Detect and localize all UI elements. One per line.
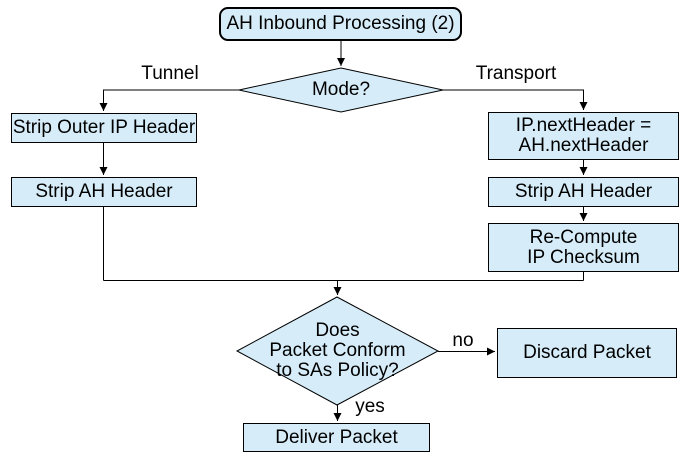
node-discard-packet-label: Discard Packet <box>523 342 651 363</box>
edge-label-transport: Transport <box>475 63 557 84</box>
node-ip-next-header-label: IP.nextHeader = AH.nextHeader <box>515 115 652 156</box>
node-policy-decision-label: Does Packet Conform to SAs Policy? <box>269 320 406 381</box>
node-mode-label: Mode? <box>311 79 371 100</box>
node-discard-packet: Discard Packet <box>497 328 677 378</box>
edge-label-tunnel: Tunnel <box>141 63 199 84</box>
node-ip-next-header: IP.nextHeader = AH.nextHeader <box>488 112 679 160</box>
node-deliver-packet-label: Deliver Packet <box>275 426 398 448</box>
node-strip-ah-header-transport-label: Strip AH Header <box>514 181 653 202</box>
node-start-label: AH Inbound Processing (2) <box>226 13 455 34</box>
decision-mode-shape <box>238 67 444 113</box>
node-strip-outer-ip-header: Strip Outer IP Header <box>11 113 197 143</box>
connector-mode-transport-branch <box>443 89 588 110</box>
edge-label-yes: yes <box>355 396 385 417</box>
node-deliver-packet: Deliver Packet <box>243 423 430 452</box>
node-policy-decision: Does Packet Conform to SAs Policy? <box>237 297 438 405</box>
node-recompute-ip-checksum: Re-Compute IP Checksum <box>488 223 679 272</box>
node-strip-ah-header-tunnel: Strip AH Header <box>11 177 197 207</box>
node-strip-outer-ip-header-label: Strip Outer IP Header <box>12 117 196 138</box>
node-mode-decision: Mode? <box>239 68 443 112</box>
connector-mode-tunnel-branch <box>99 89 239 111</box>
node-strip-ah-header-tunnel-label: Strip AH Header <box>35 181 173 202</box>
decision-policy-shape <box>235 296 440 406</box>
node-start: AH Inbound Processing (2) <box>219 7 462 41</box>
edge-label-no: no <box>452 330 474 351</box>
node-strip-ah-header-transport: Strip AH Header <box>488 177 679 207</box>
node-recompute-ip-checksum-label: Re-Compute IP Checksum <box>527 226 640 268</box>
